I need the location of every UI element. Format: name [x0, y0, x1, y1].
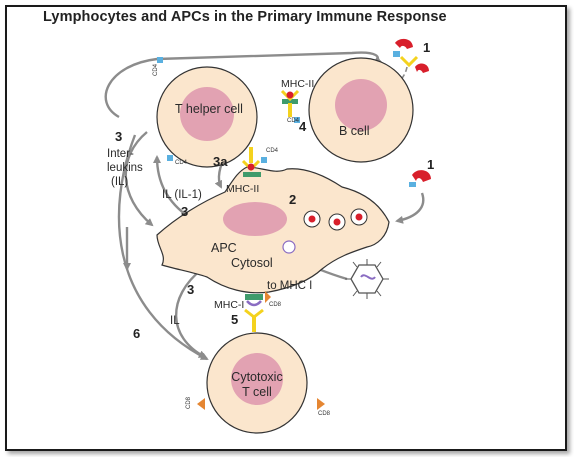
- il1-label: IL (IL-1): [162, 189, 202, 201]
- arrow-th-to-apc-3: [124, 131, 154, 227]
- step-3-left: 3: [115, 129, 123, 144]
- mhc2-apc-label: MHC-II: [226, 183, 260, 195]
- arrow-6: [117, 134, 209, 361]
- cd8-markers: [197, 398, 325, 410]
- apc-nucleus: [223, 202, 287, 236]
- cytosol-label: Cytosol: [231, 256, 273, 270]
- apc-cell: [156, 166, 390, 294]
- il-label: IL: [170, 315, 180, 327]
- interleukins-label-3: (IL): [111, 176, 129, 188]
- diagram-title: Lymphocytes and APCs in the Primary Immu…: [37, 9, 453, 25]
- arrow-antigen-in: [395, 192, 425, 224]
- receptor-th-bcell: [280, 89, 300, 123]
- virus-icon: [345, 259, 389, 299]
- interleukins-label-1: Inter-: [107, 148, 134, 160]
- b-cell-label: B cell: [339, 124, 370, 138]
- apc-internal-antigens: [282, 208, 368, 254]
- step-3-apc: 3: [181, 204, 189, 219]
- step-5: 5: [231, 312, 239, 327]
- b-cell: [308, 57, 414, 163]
- cd8-label-b: CD8: [186, 396, 193, 410]
- figure-frame: Lymphocytes and APCs in the Primary Immu…: [5, 5, 567, 451]
- interleukins-label-2: leukins: [107, 162, 143, 174]
- cytotoxic-label-2: T cell: [242, 385, 272, 399]
- cd4-markers: [157, 57, 173, 161]
- b-cell-nucleus: [335, 79, 387, 131]
- step-3a: 3a: [213, 154, 228, 169]
- arrow-il1-to-th: [153, 155, 190, 218]
- cytotoxic-nucleus: [231, 353, 283, 405]
- step-4: 4: [299, 119, 307, 134]
- cd8-label-a: CD8: [269, 302, 282, 308]
- receptor-th-apc: [241, 147, 267, 177]
- t-helper-nucleus: [180, 87, 234, 141]
- step-1-top: 1: [423, 40, 431, 55]
- cd4-label-c: CD4: [287, 118, 300, 124]
- arrow-apc-il-to-ctl: [174, 268, 207, 359]
- t-helper-label: T helper cell: [175, 102, 243, 116]
- antigen-top: [393, 38, 429, 73]
- step-6: 6: [133, 326, 141, 341]
- to-mhc1-label: to MHC I: [267, 280, 313, 292]
- mhc1-label: MHC-I: [214, 299, 245, 311]
- cytotoxic-label-1: Cytotoxic: [231, 370, 283, 384]
- step-2: 2: [289, 192, 297, 207]
- receptor-apc-ctl: [244, 291, 271, 332]
- cd4-label-d: CD4: [266, 148, 279, 154]
- cd8-label-c: CD8: [318, 411, 331, 417]
- mhc2-top-label: MHC-II: [281, 78, 315, 90]
- cd4-label-a: CD4: [153, 63, 160, 77]
- cytotoxic-t-cell: [206, 332, 308, 434]
- antigen-mid: [409, 170, 431, 187]
- apc-label: APC: [211, 241, 237, 255]
- step-1-mid: 1: [427, 157, 435, 172]
- cd4-label-b: CD4: [175, 160, 188, 166]
- step-3-low: 3: [187, 282, 195, 297]
- arrow-th-to-bcell: [104, 51, 383, 119]
- immune-response-diagram: [104, 38, 431, 434]
- t-helper-cell: [156, 66, 258, 168]
